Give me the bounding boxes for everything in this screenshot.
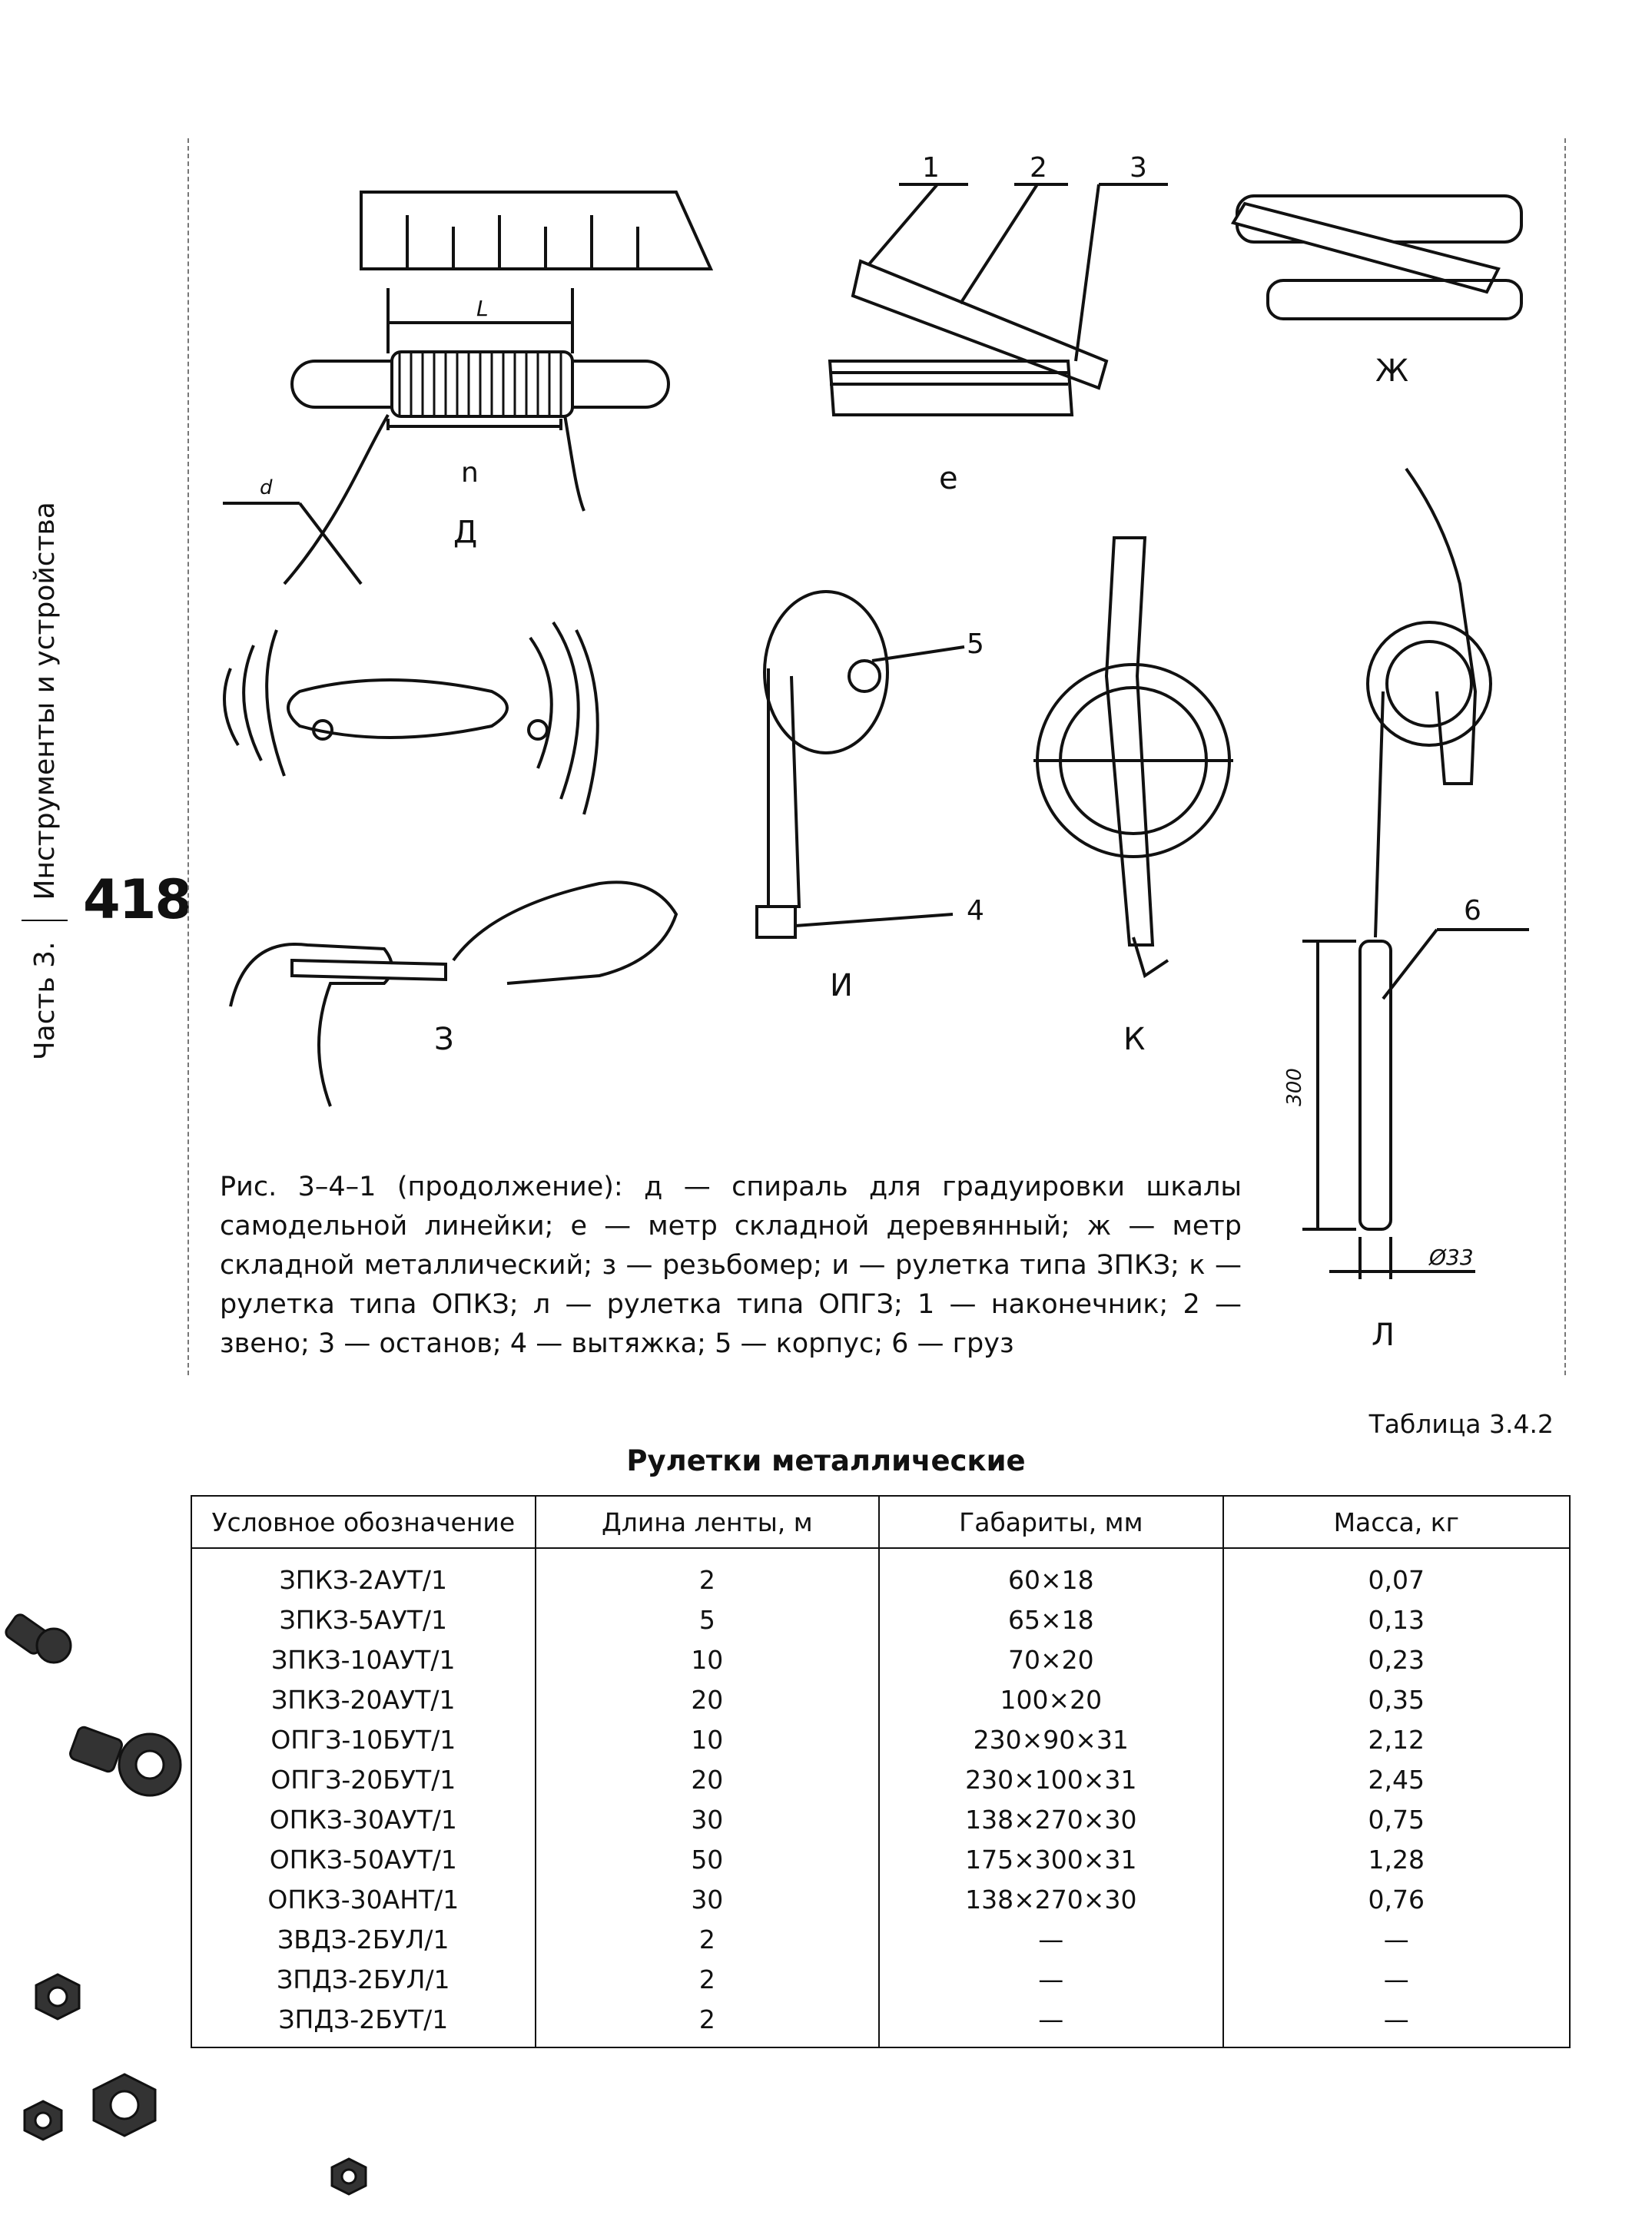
- callout-5: 5: [967, 628, 984, 660]
- cell-designation: ЗПДЗ-2БУТ/1: [191, 1999, 536, 2048]
- cell-designation: ЗВДЗ-2БУЛ/1: [191, 1919, 536, 1959]
- cell-length: 10: [534, 1719, 881, 1759]
- cell-mass: 1,28: [1222, 1839, 1571, 1879]
- cell-mass: 0,07: [1222, 1548, 1571, 1600]
- dim-diameter: Ø33: [1429, 1245, 1474, 1270]
- cell-designation: ЗПДЗ-2БУЛ/1: [191, 1959, 536, 1999]
- cell-length: 5: [534, 1600, 881, 1640]
- metal-folding-meter-illustration: [1230, 194, 1523, 320]
- fig-label-l: Л: [1372, 1318, 1395, 1353]
- cell-mass: 0,76: [1222, 1879, 1571, 1919]
- cell-length: 2: [534, 1919, 881, 1959]
- cell-dimensions: 60×18: [878, 1548, 1224, 1600]
- thread-gauge-illustration: [223, 621, 678, 1107]
- cell-length: 2: [534, 1548, 881, 1600]
- figure-frame: [187, 138, 1566, 1375]
- cell-dimensions: 230×100×31: [878, 1759, 1224, 1799]
- pocket-tape-illustration: [755, 590, 965, 939]
- cell-mass: —: [1222, 1999, 1571, 2048]
- cell-length: 2: [534, 1959, 881, 1999]
- cell-mass: 0,13: [1222, 1600, 1571, 1640]
- callout-4: 4: [967, 895, 984, 927]
- cell-dimensions: 175×300×31: [878, 1839, 1224, 1879]
- cell-mass: 2,12: [1222, 1719, 1571, 1759]
- cell-designation: ОПКЗ-30АНТ/1: [191, 1879, 536, 1919]
- fig-label-k: К: [1123, 1022, 1146, 1057]
- dim-n: n: [461, 457, 479, 489]
- callout-2: 2: [1030, 152, 1047, 184]
- fig-label-i: И: [830, 968, 853, 1003]
- callout-3: 3: [1130, 152, 1147, 184]
- cell-mass: 0,75: [1222, 1799, 1571, 1839]
- fig-label-zh: Ж: [1375, 353, 1409, 389]
- cell-dimensions: 100×20: [878, 1679, 1224, 1719]
- cell-mass: 0,23: [1222, 1640, 1571, 1679]
- cell-dimensions: 138×270×30: [878, 1799, 1224, 1839]
- figure-caption: Рис. 3–4–1 (продолжение): д — спираль дл…: [220, 1172, 1242, 1359]
- fig-label-d: Д: [453, 515, 478, 550]
- cell-length: 50: [534, 1839, 881, 1879]
- dim-L: L: [476, 296, 489, 321]
- cell-length: 30: [534, 1799, 881, 1839]
- cell-designation: ЗПКЗ-20АУТ/1: [191, 1679, 536, 1719]
- fig-label-e: е: [939, 461, 958, 496]
- cell-dimensions: —: [878, 1959, 1224, 1999]
- wooden-folding-meter-illustration: [828, 183, 1168, 416]
- cell-length: 20: [534, 1679, 881, 1719]
- cell-dimensions: 138×270×30: [878, 1879, 1224, 1919]
- cell-length: 20: [534, 1759, 881, 1799]
- page-number: 418: [83, 868, 192, 931]
- header-designation: Условное обозначение: [191, 1495, 536, 1549]
- cell-designation: ОПКЗ-50АУТ/1: [191, 1839, 536, 1879]
- header-dimensions: Габариты, мм: [878, 1495, 1224, 1549]
- cell-dimensions: —: [878, 1999, 1224, 2048]
- dim-d: d: [260, 476, 273, 499]
- cell-dimensions: 70×20: [878, 1640, 1224, 1679]
- cell-mass: —: [1222, 1919, 1571, 1959]
- cell-designation: ОПГЗ-20БУТ/1: [191, 1759, 536, 1799]
- fig-label-z: З: [434, 1022, 454, 1057]
- callout-1: 1: [922, 152, 940, 184]
- cell-designation: ЗПКЗ-5АУТ/1: [191, 1600, 536, 1640]
- cell-mass: 0,35: [1222, 1679, 1571, 1719]
- table-number: Таблица 3.4.2: [1368, 1409, 1554, 1439]
- cell-length: 2: [534, 1999, 881, 2048]
- cell-dimensions: 230×90×31: [878, 1719, 1224, 1759]
- cell-designation: ОПКЗ-30АУТ/1: [191, 1799, 536, 1839]
- cell-dimensions: —: [878, 1919, 1224, 1959]
- cell-designation: ЗПКЗ-10АУТ/1: [191, 1640, 536, 1679]
- header-mass: Масса, кг: [1222, 1495, 1571, 1549]
- cell-designation: ЗПКЗ-2АУТ/1: [191, 1548, 536, 1600]
- cell-mass: —: [1222, 1959, 1571, 1999]
- table-header-row: Условное обозначение Длина ленты, м Габа…: [191, 1495, 1571, 1549]
- cell-dimensions: 65×18: [878, 1600, 1224, 1640]
- cell-designation: ОПГЗ-10БУТ/1: [191, 1719, 536, 1759]
- header-length: Длина ленты, м: [534, 1495, 881, 1549]
- spiral-gauge-illustration: [223, 191, 714, 585]
- tape-measures-table: Условное обозначение Длина ленты, м Габа…: [191, 1495, 1571, 2048]
- cell-length: 30: [534, 1879, 881, 1919]
- table-title: Рулетки металлические: [626, 1444, 1026, 1477]
- long-tape-with-weight-illustration: [1302, 467, 1529, 1279]
- cell-length: 10: [534, 1640, 881, 1679]
- open-reel-tape-illustration: [1033, 536, 1233, 979]
- cell-mass: 2,45: [1222, 1759, 1571, 1799]
- dim-300: 300: [1282, 1068, 1306, 1106]
- callout-6: 6: [1464, 895, 1481, 927]
